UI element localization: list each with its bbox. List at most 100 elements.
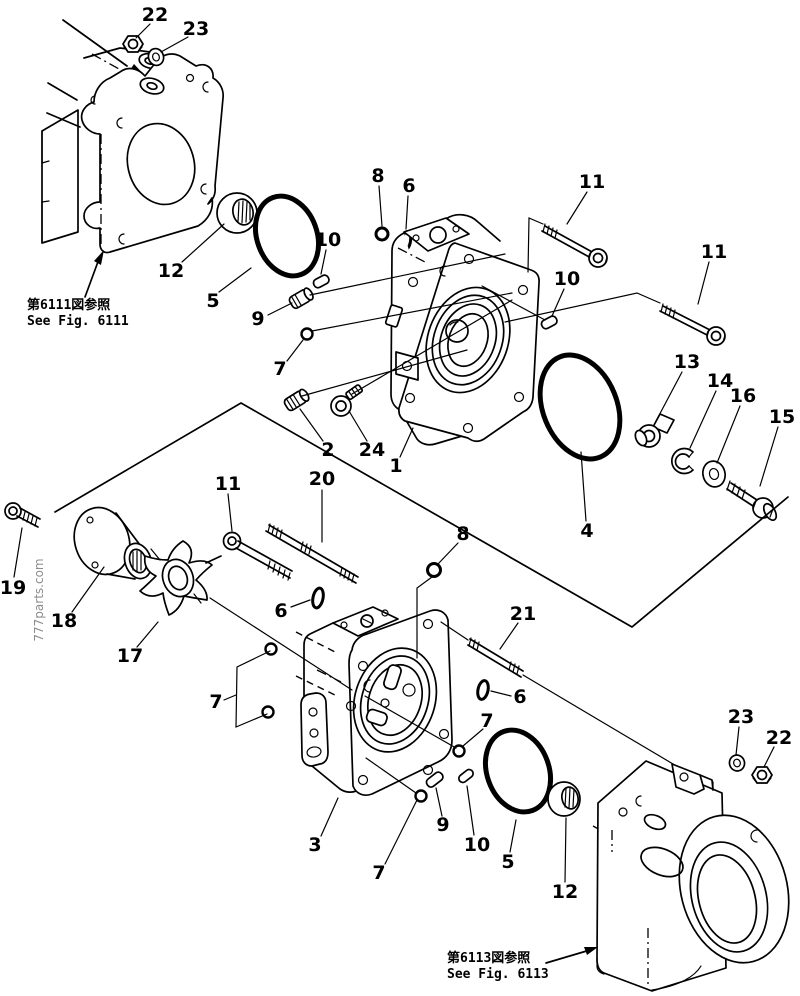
reference-fig6111-jp: 第6111図参照 — [27, 297, 110, 313]
reference-fig6113-arrowhead — [584, 947, 598, 955]
callout-leader-14-17 — [689, 390, 717, 449]
callout-leader-8-26 — [437, 542, 459, 565]
callout-label-2-12: 2 — [321, 439, 334, 461]
pin-10-top — [312, 274, 330, 289]
reference-fig6113-en: See Fig. 6113 — [447, 967, 549, 982]
divider-line — [54, 402, 789, 628]
callout-leader-16-18 — [716, 405, 741, 464]
callout-label-17-22: 17 — [117, 645, 143, 667]
washer-16 — [702, 460, 726, 488]
callout-label-9-32: 9 — [436, 814, 449, 836]
callout-leader-12-36 — [564, 817, 567, 883]
callout-label-7-30: 7 — [480, 710, 493, 732]
nut-22-bottom — [751, 766, 773, 784]
callout-label-21-28: 21 — [510, 603, 536, 625]
pin-10-lower — [457, 768, 475, 784]
callout-label-23-37: 23 — [728, 706, 754, 728]
position-lines-upper — [301, 217, 661, 397]
callout-label-8-26: 8 — [456, 523, 469, 545]
reference-fig6113: 第6113図参照 See Fig. 6113 — [447, 947, 598, 982]
o-ring-4 — [537, 352, 623, 462]
reference-fig6111: 第6111図参照 See Fig. 6111 — [27, 250, 129, 329]
pin-9-lower — [425, 771, 444, 788]
snap-ring-14 — [670, 447, 694, 475]
callout-leader-17-22 — [136, 621, 159, 648]
plug-2 — [283, 388, 310, 412]
callout-leader-5-35 — [509, 819, 517, 853]
callout-leader-11-23 — [227, 493, 233, 532]
callout-leader-8-4 — [378, 185, 383, 227]
callout-leader-5-3 — [218, 267, 252, 293]
callout-leader-23-37 — [735, 726, 740, 756]
o-ring-5-top — [253, 193, 321, 279]
callout-label-10-8: 10 — [554, 268, 580, 290]
stud-21 — [467, 637, 524, 678]
reference-fig6113-arrow-line — [545, 949, 591, 964]
coupling-18 — [73, 506, 153, 580]
callout-label-13-16: 13 — [674, 351, 700, 373]
bolt-11-top-b — [659, 303, 726, 346]
o-ring-6-lower-left — [311, 586, 325, 610]
callout-label-8-4: 8 — [371, 165, 384, 187]
housing-fig6111 — [41, 19, 224, 254]
reference-fig6113-jp: 第6113図参照 — [447, 950, 530, 966]
callout-leader-10-33 — [466, 785, 475, 836]
callout-leader-7-27 — [223, 694, 237, 701]
pump-body-3 — [295, 606, 453, 796]
callout-label-16-18: 16 — [730, 385, 756, 407]
elbow-13 — [634, 413, 675, 448]
bearing-12-top — [216, 192, 258, 234]
callout-leader-15-19 — [759, 426, 779, 487]
callout-leader-11-9 — [697, 261, 710, 305]
bolt-11-top-a — [541, 223, 608, 268]
coupling-17 — [139, 540, 222, 616]
callout-leader-21-28 — [499, 622, 519, 650]
washer-23-top — [147, 47, 165, 67]
callout-label-6-29: 6 — [513, 686, 526, 708]
callout-leader-6-25 — [290, 599, 311, 608]
callout-label-5-35: 5 — [501, 851, 514, 873]
callout-label-7-27: 7 — [209, 691, 222, 713]
callout-leader-6-5 — [405, 195, 409, 230]
watermark: 777parts.com — [32, 558, 46, 641]
callout-label-15-19: 15 — [769, 406, 795, 428]
callout-leader-12-2 — [181, 223, 225, 263]
callout-leader-13-16 — [654, 371, 683, 424]
callout-leader-23-1 — [160, 36, 189, 53]
reference-fig6111-arrow-line — [84, 258, 100, 298]
reference-fig6111-en: See Fig. 6111 — [27, 314, 129, 329]
bearing-12-lower — [547, 781, 581, 817]
callout-label-14-17: 14 — [707, 370, 733, 392]
callout-leader-7-30 — [462, 728, 484, 747]
callout-label-10-6: 10 — [315, 229, 341, 251]
callout-leader-24-13 — [348, 410, 368, 442]
callout-label-19-20: 19 — [0, 577, 26, 599]
nut-22-top — [122, 35, 144, 53]
o-ring-5-lower — [483, 727, 553, 815]
callout-label-12-36: 12 — [552, 881, 578, 903]
o-ring-7-d — [414, 789, 428, 803]
o-ring-7-top — [300, 327, 314, 341]
callout-label-6-25: 6 — [274, 600, 287, 622]
reference-fig6111-arrowhead — [94, 250, 104, 265]
callout-leader-19-20 — [13, 527, 23, 578]
callout-label-3-31: 3 — [308, 834, 321, 856]
callout-leader-22-38 — [763, 746, 775, 768]
callout-leader-10-6 — [320, 249, 327, 275]
callout-leader-22-0 — [135, 23, 151, 39]
callout-label-4-15: 4 — [580, 520, 593, 542]
callout-label-11-23: 11 — [215, 473, 241, 495]
callout-leader-11-7 — [566, 191, 588, 225]
callout-label-22-38: 22 — [766, 727, 792, 749]
callout-leader-7-34 — [384, 799, 418, 865]
callout-label-9-10: 9 — [251, 308, 264, 330]
o-ring-6-lower-right — [476, 679, 490, 701]
washer-23-bottom — [728, 754, 746, 772]
bolt-19 — [4, 502, 41, 528]
callout-label-7-11: 7 — [273, 358, 286, 380]
pin-10-mid — [540, 315, 558, 330]
callout-label-24-13: 24 — [359, 439, 385, 461]
